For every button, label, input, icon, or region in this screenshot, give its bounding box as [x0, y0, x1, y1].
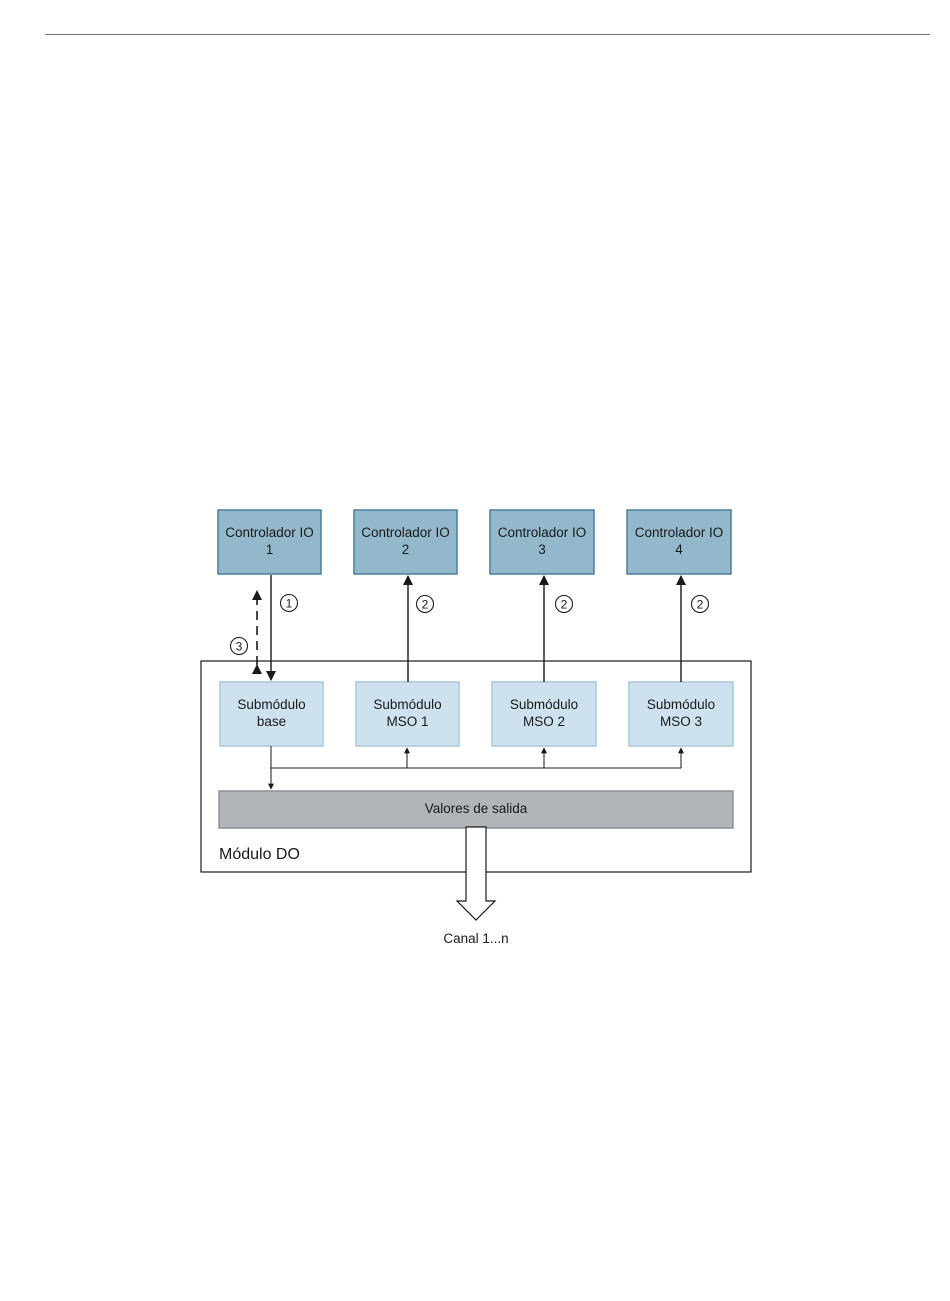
controller-io-2: Controlador IO 2 — [354, 510, 457, 574]
output-values-label: Valores de salida — [425, 801, 528, 816]
module-do-label: Módulo DO — [219, 846, 300, 863]
marker-2a: 2 — [417, 596, 434, 613]
marker-3: 3 — [231, 638, 248, 655]
submodule-label-line1: Submódulo — [237, 697, 305, 712]
submodule-mso-2: Submódulo MSO 2 — [492, 682, 596, 746]
controller-label-line1: Controlador IO — [225, 525, 314, 540]
marker-number: 2 — [422, 598, 429, 612]
output-values-bar: Valores de salida — [219, 791, 733, 828]
controller-label-line1: Controlador IO — [498, 525, 587, 540]
submodule-mso-3: Submódulo MSO 3 — [629, 682, 733, 746]
marker-number: 2 — [697, 598, 704, 612]
submodule-label-line2: MSO 1 — [386, 714, 428, 729]
controller-label-line1: Controlador IO — [361, 525, 450, 540]
submodule-label-line1: Submódulo — [647, 697, 715, 712]
controller-label-line2: 3 — [538, 542, 546, 557]
submodule-label-line1: Submódulo — [510, 697, 578, 712]
submodule-label-line2: MSO 3 — [660, 714, 702, 729]
marker-number: 2 — [561, 598, 568, 612]
submodule-mso-1: Submódulo MSO 1 — [356, 682, 459, 746]
controller-label-line2: 4 — [675, 542, 683, 557]
submodule-label-line1: Submódulo — [373, 697, 441, 712]
marker-number: 3 — [236, 640, 243, 654]
controller-io-3: Controlador IO 3 — [490, 510, 594, 574]
controller-io-4: Controlador IO 4 — [627, 510, 731, 574]
marker-number: 1 — [286, 597, 293, 611]
submodule-label-line2: MSO 2 — [523, 714, 565, 729]
controller-label-line1: Controlador IO — [635, 525, 724, 540]
marker-2b: 2 — [556, 596, 573, 613]
submodule-label-line2: base — [257, 714, 286, 729]
controller-label-line2: 2 — [402, 542, 410, 557]
controller-label-line2: 1 — [266, 542, 274, 557]
marker-2c: 2 — [692, 596, 709, 613]
submodule-base: Submódulo base — [220, 682, 323, 746]
channel-label: Canal 1...n — [443, 931, 508, 946]
marker-1: 1 — [281, 595, 298, 612]
controller-io-1: Controlador IO 1 — [218, 510, 321, 574]
